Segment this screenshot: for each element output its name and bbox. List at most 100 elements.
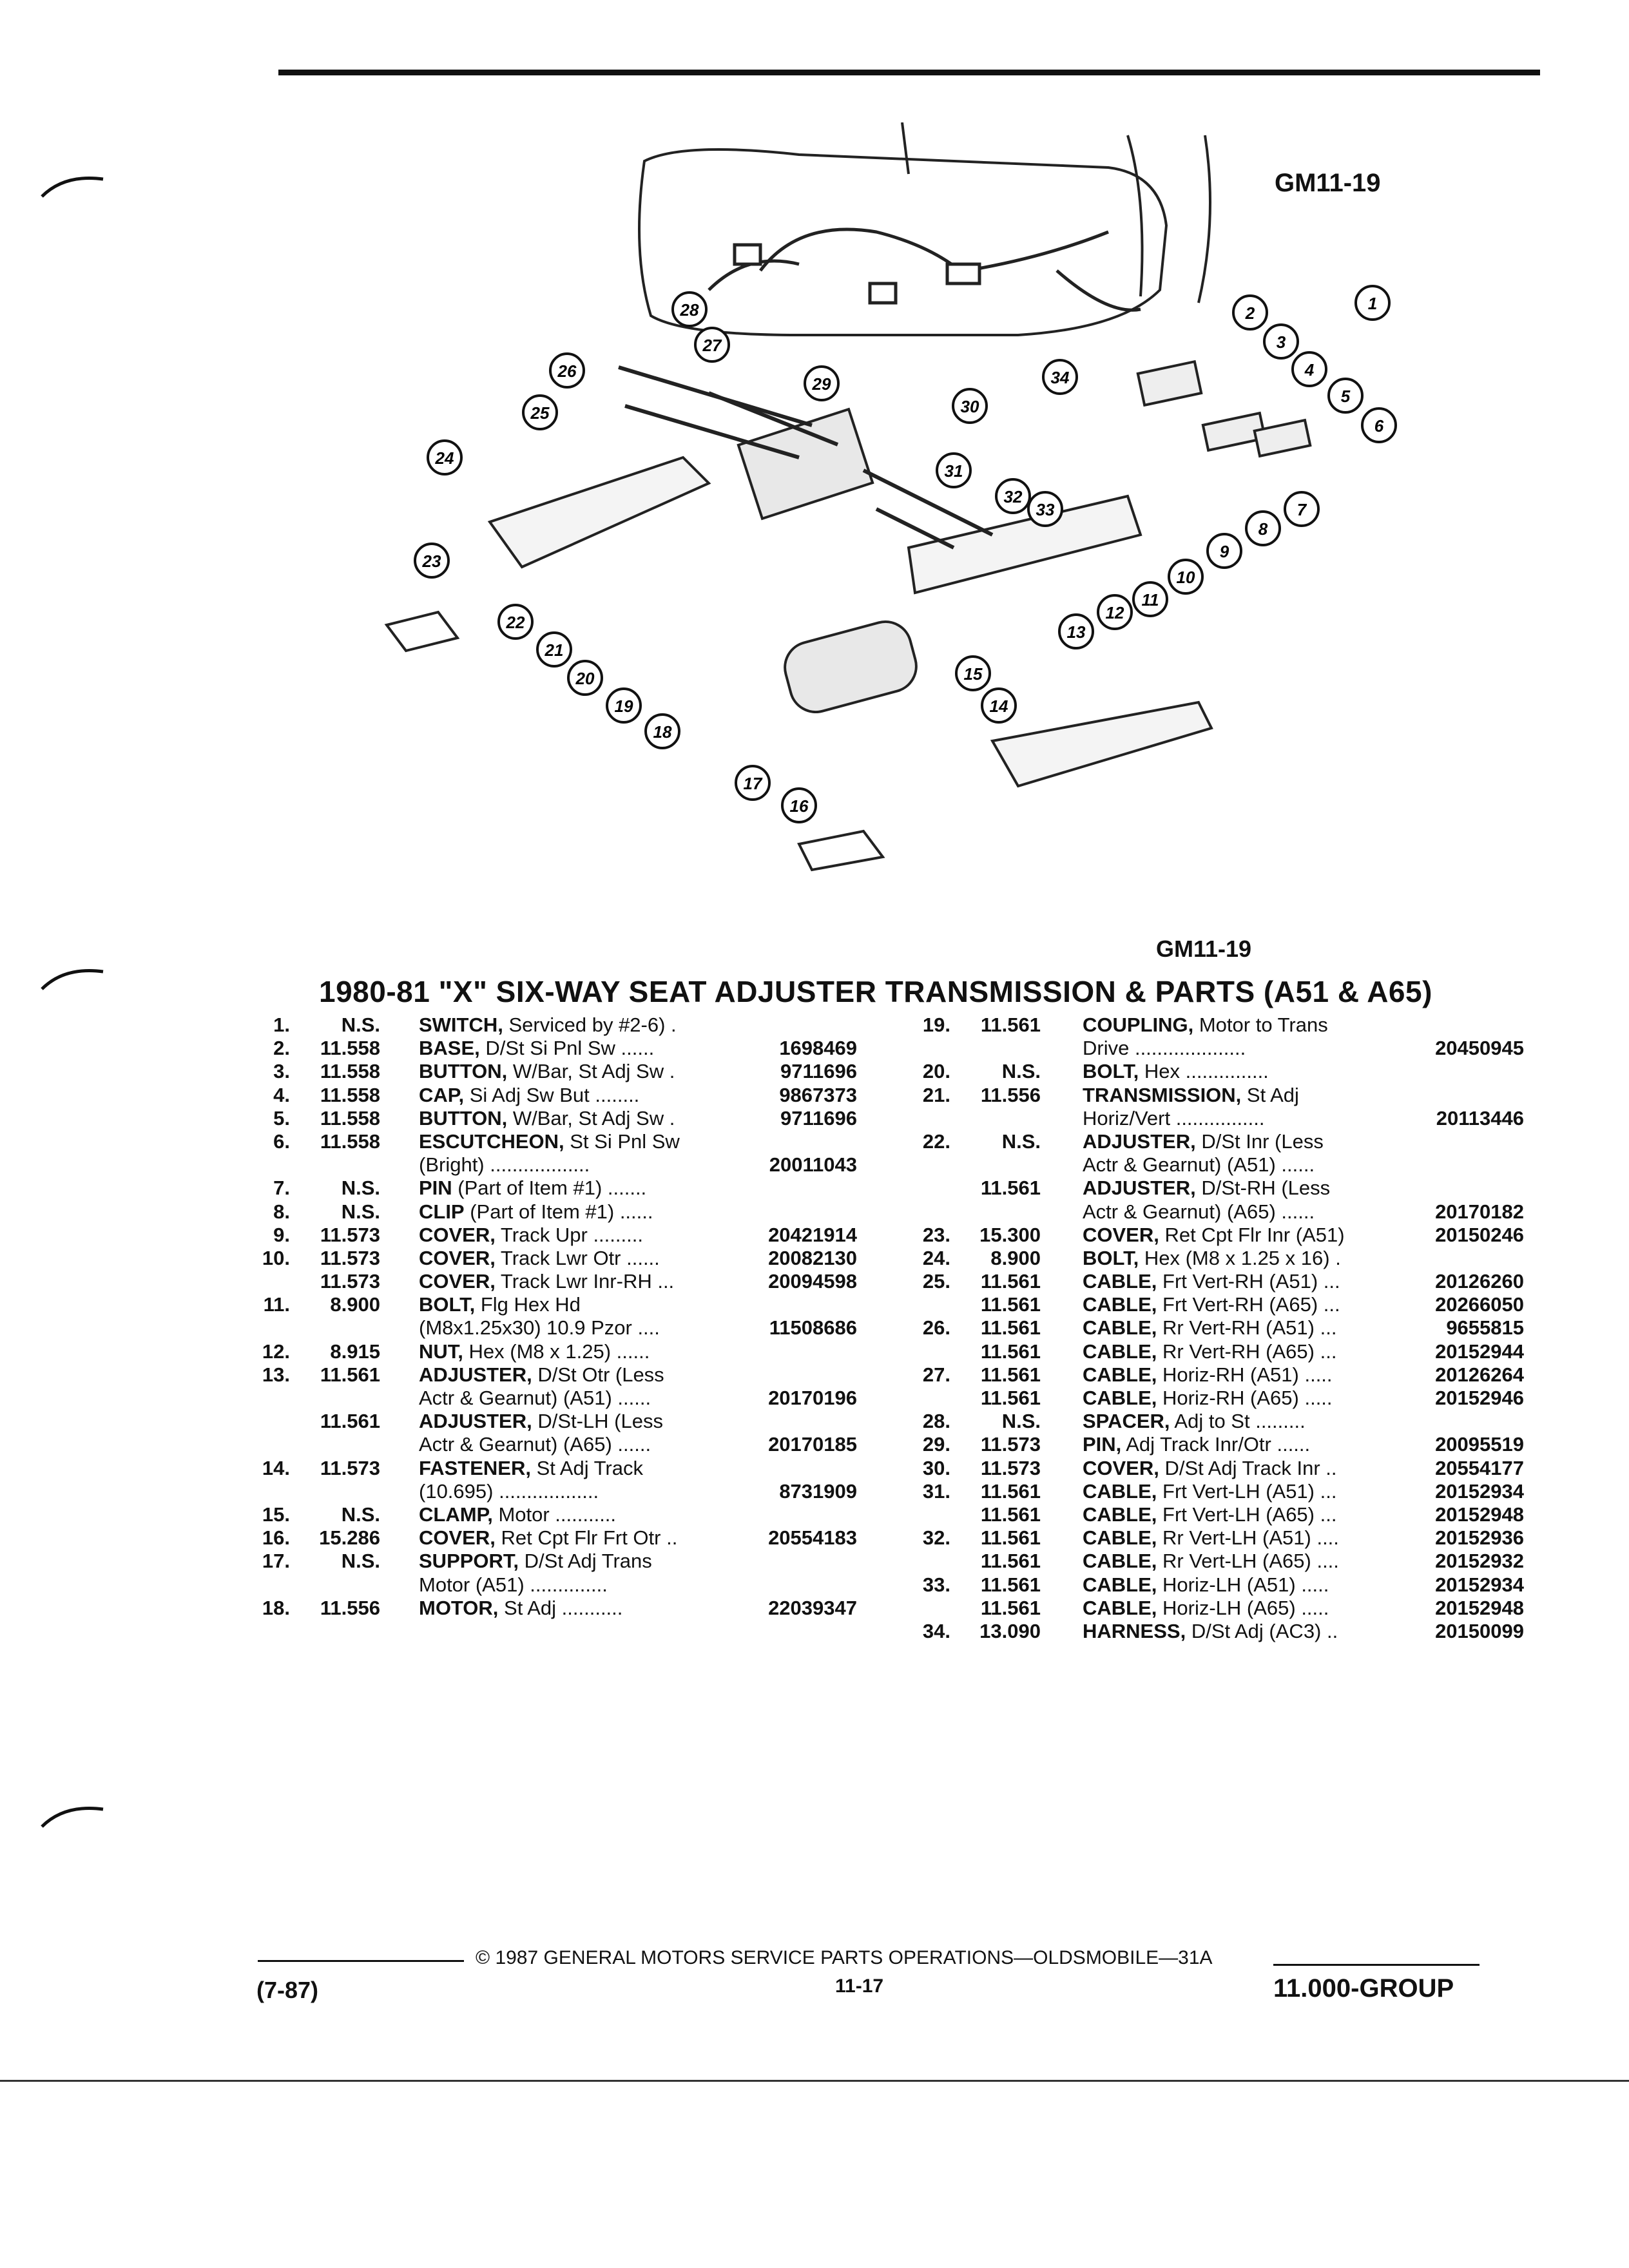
part-description: CLAMP, Motor ...........	[419, 1503, 616, 1526]
track-assemblies	[487, 456, 1213, 788]
callout-circle	[427, 439, 463, 476]
part-detail: Actr & Gearnut) (A51) ......	[419, 1387, 651, 1409]
part-name: CABLE,	[1083, 1526, 1157, 1550]
callout-3: 3	[1263, 323, 1299, 360]
item-number: 25.	[922, 1270, 950, 1293]
group-number: 11.561	[980, 1387, 1041, 1409]
part-row: 7.N.S.PIN (Part of Item #1) .......	[245, 1177, 857, 1200]
group-number: 11.561	[980, 1479, 1041, 1503]
callout-number: 30	[961, 397, 979, 416]
part-number: 9711696	[780, 1106, 857, 1129]
item-number: 2.	[273, 1037, 290, 1060]
callout-circle	[549, 352, 585, 389]
callout-circle	[1168, 559, 1204, 595]
part-name: MOTOR,	[419, 1596, 499, 1619]
part-detail: Frt Vert-RH (A51) ...	[1157, 1270, 1340, 1293]
part-name: COUPLING,	[1083, 1014, 1194, 1036]
part-description: CABLE, Horiz-LH (A65) .....	[1083, 1597, 1329, 1620]
callout-31: 31	[936, 452, 972, 488]
item-number: 32.	[922, 1526, 950, 1550]
part-description: BUTTON, W/Bar, St Adj Sw .	[419, 1107, 675, 1130]
callout-number: 16	[790, 796, 809, 816]
callout-circle	[1245, 510, 1281, 546]
part-detail: (Part of Item #1) ......	[464, 1200, 653, 1223]
callout-25: 25	[522, 394, 558, 430]
part-number: 20011043	[769, 1153, 857, 1177]
part-detail: Actr & Gearnut) (A65) ......	[419, 1433, 651, 1456]
group-number: 11.556	[980, 1083, 1041, 1106]
group-number: 11.573	[320, 1456, 380, 1479]
top-rule	[278, 70, 1540, 75]
callout-circle	[781, 787, 817, 823]
part-number: 20152934	[1435, 1479, 1524, 1503]
part-description: Horiz/Vert ................	[1083, 1107, 1265, 1130]
part-detail: D/St Si Pnl Sw ......	[479, 1037, 655, 1060]
part-number: 20082130	[768, 1246, 857, 1269]
part-detail: Frt Vert-RH (A65) ...	[1157, 1293, 1340, 1316]
item-number: 12.	[262, 1340, 290, 1363]
part-number: 20554177	[1435, 1456, 1524, 1479]
part-description: NUT, Hex (M8 x 1.25) ......	[419, 1340, 650, 1363]
part-row: Drive ....................20450945	[905, 1037, 1524, 1060]
part-description: COVER, Track Lwr Inr-RH ...	[419, 1270, 674, 1293]
callout-number: 32	[1004, 487, 1023, 506]
callout-11: 11	[1132, 581, 1168, 617]
part-description: CAP, Si Adj Sw But ........	[419, 1084, 639, 1107]
part-detail: Track Lwr Otr ......	[495, 1246, 660, 1269]
part-name: COVER,	[419, 1270, 496, 1293]
part-number: 20095519	[1435, 1433, 1524, 1456]
part-name: COVER,	[1083, 1456, 1159, 1479]
callout-circle	[1042, 359, 1078, 395]
part-number: 11508686	[769, 1316, 857, 1340]
part-description: CABLE, Horiz-RH (A51) .....	[1083, 1363, 1333, 1387]
callout-7: 7	[1284, 491, 1320, 527]
part-description: COVER, Ret Cpt Flr Frt Otr ..	[419, 1526, 677, 1550]
group-number: 8.900	[990, 1246, 1041, 1269]
retainer-covers	[384, 610, 885, 872]
callout-circle	[414, 543, 450, 579]
footer-page-number: 11-17	[835, 1975, 884, 1997]
callout-circle	[1291, 351, 1327, 387]
part-row: Actr & Gearnut) (A65) ......20170185	[245, 1433, 857, 1456]
part-description: (M8x1.25x30) 10.9 Pzor ....	[419, 1316, 660, 1340]
part-description: SWITCH, Serviced by #2-6) .	[419, 1014, 677, 1037]
part-name: CABLE,	[1083, 1479, 1157, 1503]
part-description: BOLT, Flg Hex Hd	[419, 1293, 581, 1316]
part-row: Actr & Gearnut) (A65) ......20170182	[905, 1200, 1524, 1224]
part-description: CABLE, Rr Vert-LH (A65) ....	[1083, 1550, 1339, 1573]
group-number: 15.286	[319, 1526, 380, 1550]
callout-circle	[567, 660, 603, 696]
group-number: 11.558	[320, 1060, 380, 1083]
group-number: 11.561	[980, 1363, 1041, 1386]
group-number: 11.558	[320, 1129, 380, 1153]
callout-circle	[952, 388, 988, 424]
callout-circle	[981, 687, 1017, 724]
group-number: 11.561	[320, 1363, 380, 1386]
item-number: 8.	[273, 1200, 290, 1223]
part-row: Motor (A51) ..............	[245, 1573, 857, 1597]
callout-33: 33	[1027, 491, 1063, 527]
part-name: BUTTON,	[419, 1106, 508, 1129]
part-detail: W/Bar, St Adj Sw .	[507, 1060, 675, 1083]
part-description: Actr & Gearnut) (A51) ......	[1083, 1153, 1315, 1177]
callout-layer: 1234567891011121314151617181920212223242…	[414, 285, 1397, 823]
group-number: 15.300	[979, 1223, 1041, 1246]
part-detail: (M8x1.25x30) 10.9 Pzor ....	[419, 1316, 660, 1340]
callout-number: 5	[1341, 387, 1351, 406]
callout-26: 26	[549, 352, 585, 389]
callout-circle	[1354, 285, 1391, 321]
part-name: ADJUSTER,	[419, 1363, 532, 1386]
part-number: 20150099	[1435, 1619, 1524, 1642]
footer-rule-right	[1273, 1964, 1480, 1966]
footer-copyright: © 1987 GENERAL MOTORS SERVICE PARTS OPER…	[476, 1947, 1213, 1968]
part-name: COVER,	[1083, 1223, 1159, 1246]
